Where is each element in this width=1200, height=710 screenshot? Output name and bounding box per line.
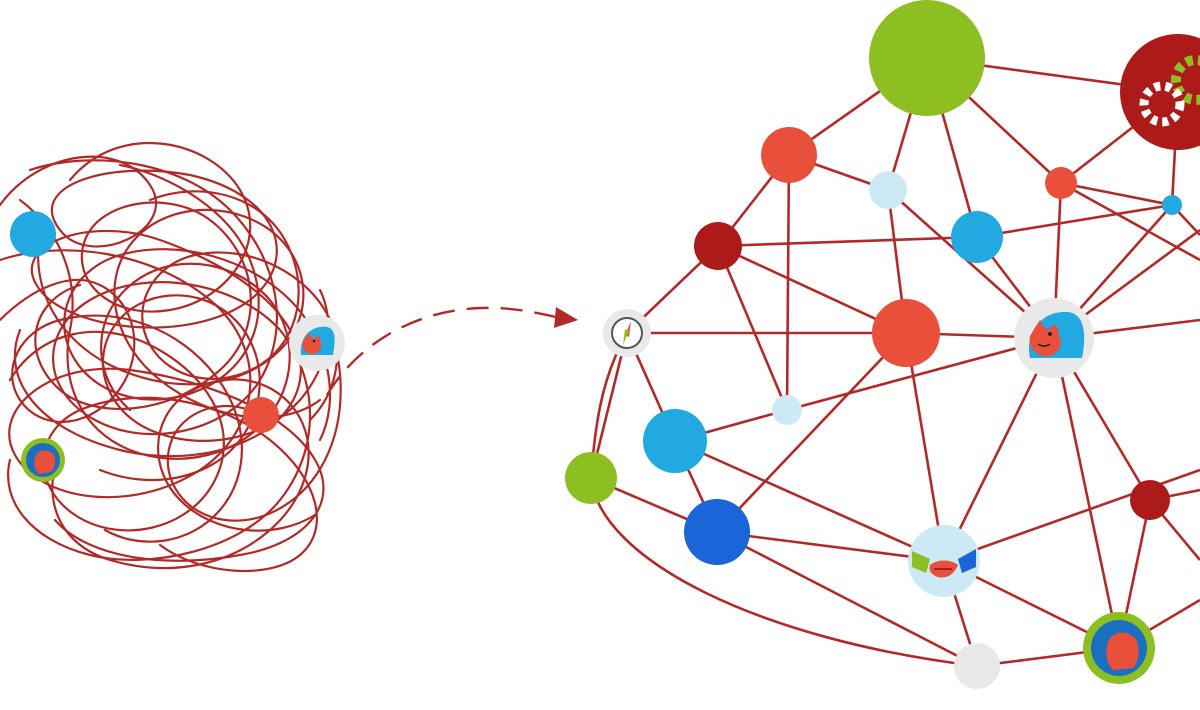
dashed-arrow [325, 306, 578, 396]
network-edge [717, 244, 907, 335]
network-edge [785, 154, 791, 411]
network-node-red-big [872, 299, 940, 367]
network-node-royal [684, 499, 750, 565]
network-node-lb-b [772, 395, 802, 425]
gears-icon [1120, 34, 1200, 150]
network-node-red-a [761, 127, 817, 183]
person-avatar-icon [289, 315, 345, 371]
network-edge [904, 332, 946, 562]
network-node-dred-b [1130, 480, 1170, 520]
network-node-green-big [869, 0, 985, 116]
person-badge-icon [21, 438, 65, 482]
left-nodes [10, 211, 345, 482]
network-edge [716, 245, 789, 411]
network-node-blue-a [951, 211, 1003, 263]
network-node-blue-b [643, 409, 707, 473]
network-edge [717, 235, 978, 248]
network-edge [976, 203, 1173, 239]
network-edge [674, 439, 945, 563]
network-edge [589, 477, 978, 668]
compass-icon [603, 309, 651, 357]
network-node-dred-a [694, 222, 742, 270]
network-node-blue-sm [1162, 195, 1182, 215]
network-nodes [565, 0, 1182, 689]
network-edge [1060, 181, 1200, 262]
handshake-icon [908, 525, 980, 597]
network-edge [716, 530, 978, 668]
network-edge [716, 530, 945, 563]
network-edge [942, 337, 1056, 562]
network-edge [786, 336, 1055, 412]
network-node-green-b [565, 452, 617, 504]
person-avatar-icon [1014, 298, 1094, 378]
network-edge [716, 332, 907, 533]
left-red-node [243, 397, 279, 433]
network-node-lb-a [869, 171, 907, 209]
network-node-red-sm [1045, 167, 1077, 199]
tangled-lines [0, 141, 342, 573]
network-node-gray [954, 643, 1000, 689]
network-edge [1052, 337, 1121, 649]
network-edge [1060, 181, 1173, 207]
person-badge-icon [1083, 612, 1155, 684]
left-blue-node [10, 211, 56, 257]
